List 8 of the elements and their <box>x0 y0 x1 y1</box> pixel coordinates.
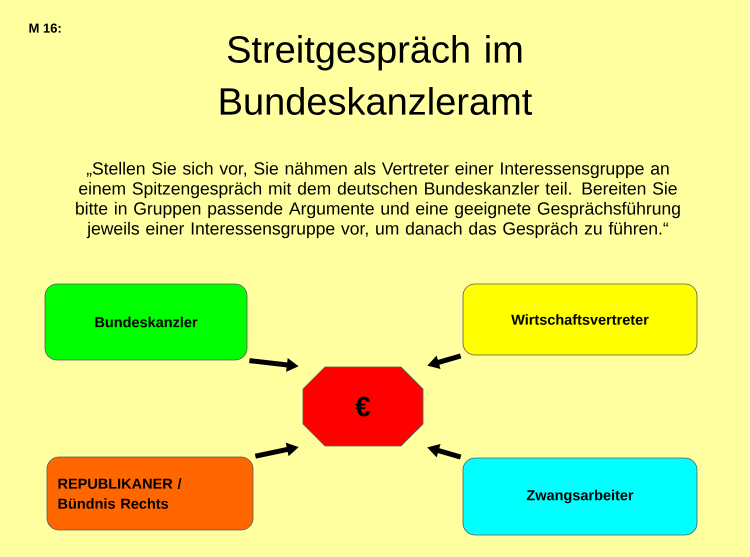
role-box: Zwangsarbeiter <box>462 458 698 536</box>
role-box: Bundeskanzler <box>44 284 248 360</box>
octagon: € <box>302 366 424 446</box>
quote-text: „Stellen Sie sich vor, Sie nähmen als Vertreter einer Interessensgruppe an einem Spitzengespräch mit dem deutschen Bundeskanzler teil. Bereiten Sie bitte in Gruppen passende Argumente und eine geeignete Gesprächsführung jeweils einer Interessensgruppe vor, um danach das Gespräch zu führen.“ <box>76 162 680 238</box>
title: Streitgespräch im Bundeskanzleramt <box>220 35 532 115</box>
slide-number: M 16: <box>29 24 60 33</box>
role-box: Wirtschaftsvertreter <box>462 284 698 356</box>
role-box: REPUBLIKANER / Bündnis Rechts <box>46 456 254 530</box>
